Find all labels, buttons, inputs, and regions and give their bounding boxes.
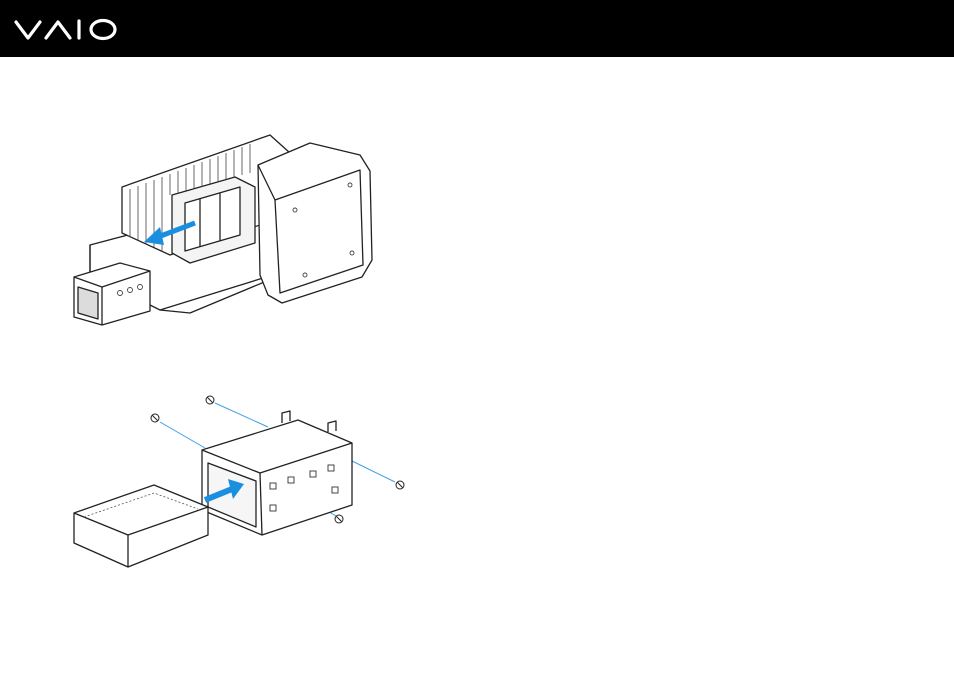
drive-bay-removal-illustration [60, 125, 390, 335]
screw-icon [151, 414, 159, 422]
screw-icon [396, 481, 404, 489]
drive-mounting-illustration [70, 385, 420, 585]
screw-icon [335, 515, 343, 523]
page-header [0, 0, 954, 57]
screw-icon [206, 396, 214, 404]
vaio-logo [14, 14, 124, 44]
